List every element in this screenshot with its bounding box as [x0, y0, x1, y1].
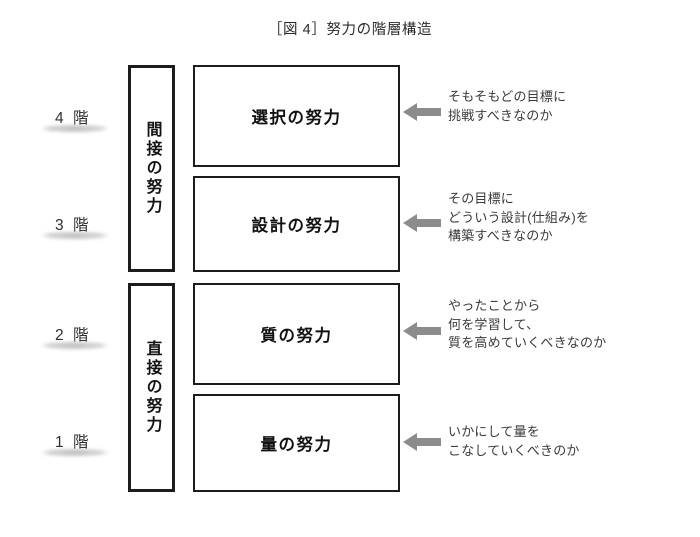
stage-box-selection-effort: 選択の努力: [193, 65, 400, 167]
annotation-line: その目標に: [448, 191, 515, 206]
floor-label-1: 1 階: [34, 430, 112, 456]
annotation-line: 構築すべきなのか: [448, 228, 553, 243]
stage-box-quality-effort: 質の努力: [193, 283, 400, 385]
group-box-label: 直接の努力: [143, 340, 161, 435]
page-title: ［図 4］努力の階層構造: [267, 22, 433, 38]
stage-box-quantity-effort: 量の努力: [193, 394, 400, 492]
annotation-quantity-effort: いかにして量を こなしていくべきのか: [448, 423, 580, 460]
stage-box-label: 量の努力: [260, 436, 333, 454]
annotation-line: 何を学習して、: [448, 316, 540, 332]
arrow-left-icon: [403, 431, 441, 453]
floor-label-text: 4 階: [55, 110, 91, 127]
floor-label-text: 1 階: [55, 434, 91, 451]
stage-box-design-effort: 設計の努力: [193, 176, 400, 272]
stage-box-label: 質の努力: [260, 327, 333, 345]
annotation-line: 質を高めていくべきなのか: [448, 335, 607, 350]
annotation-line: 挑戦すべきなのか: [448, 107, 553, 123]
group-box-indirect-effort: 間接の努力: [128, 65, 175, 272]
floor-label-shadow: [40, 449, 110, 456]
floor-label-shadow: [40, 342, 110, 349]
stage-box-label: 設計の努力: [251, 217, 342, 235]
stage-box-label: 選択の努力: [251, 109, 342, 127]
floor-label-text: 2 階: [55, 327, 91, 344]
floor-label-shadow: [40, 125, 110, 132]
floor-label-2: 2 階: [34, 323, 112, 349]
annotation-line: どういう設計(仕組み)を: [448, 209, 590, 225]
arrow-left-icon: [403, 101, 441, 123]
annotation-line: いかにして量を: [448, 424, 541, 439]
arrow-left-icon: [403, 320, 441, 342]
annotation-design-effort: その目標に どういう設計(仕組み)を 構築すべきなのか: [448, 190, 589, 246]
annotation-selection-effort: そもそもどの目標に 挑戦すべきなのか: [448, 88, 566, 125]
floor-label-3: 3 階: [34, 213, 112, 239]
group-box-direct-effort: 直接の努力: [128, 283, 175, 492]
floor-label-shadow: [40, 232, 110, 239]
floor-label-text: 3 階: [55, 217, 91, 234]
floor-label-4: 4 階: [34, 106, 112, 132]
group-box-label: 間接の努力: [143, 121, 161, 216]
annotation-line: そもそもどの目標に: [448, 89, 567, 104]
arrow-left-icon: [403, 212, 441, 234]
annotation-line: こなしていくべきのか: [448, 442, 580, 458]
annotation-quality-effort: やったことから 何を学習して、 質を高めていくべきなのか: [448, 297, 606, 353]
annotation-line: やったことから: [448, 298, 541, 313]
